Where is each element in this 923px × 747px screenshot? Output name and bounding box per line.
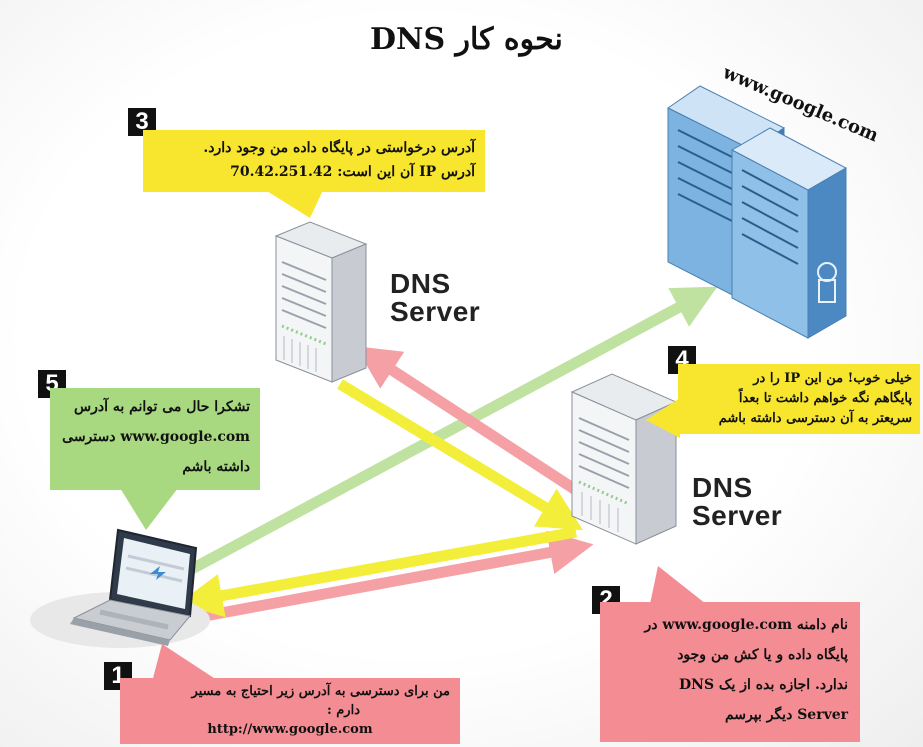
step-4-line2: پایگاهم نگه خواهم داشت تا بعداً — [738, 391, 912, 406]
step-3-line2: آدرس IP آن این است: 70.42.251.42 — [230, 164, 475, 180]
arrow-remote-to-local-dns — [337, 379, 583, 531]
dns-server-label-top: DNS Server — [390, 270, 480, 326]
step-4-line3: سریعتر به آن دسترسی داشته باشم — [718, 411, 912, 426]
dns-server-label-line2: Server — [390, 296, 481, 327]
step-5-line1: تشکرا حال می توانم به آدرس — [74, 399, 250, 415]
step-3-note: آدرس درخواستی در پایگاه داده من وجود دار… — [143, 130, 485, 192]
arrow-laptop-to-webserver — [187, 286, 718, 575]
step-1-url: http://www.google.com — [207, 722, 373, 737]
dns-server-label-line1: DNS — [692, 472, 753, 503]
step-2-line3: ندارد. اجازه بده از یک DNS — [679, 677, 848, 693]
step-1-line2: دارم : — [326, 703, 360, 718]
dns-server-label-right: DNS Server — [692, 474, 782, 530]
step-5-line2: www.google.com دسترسی — [62, 429, 250, 445]
step-4-line1: خیلی خوب! من این IP را در — [753, 371, 912, 386]
dns-server-label-line2: Server — [692, 500, 783, 531]
step-3-line1: آدرس درخواستی در پایگاه داده من وجود دار… — [203, 140, 475, 156]
step-4-note: خیلی خوب! من این IP را در پایگاهم نگه خو… — [678, 364, 920, 434]
step-1-note: من برای دسترسی به آدرس زیر احتیاج به مسی… — [120, 678, 460, 744]
step-5-line3: داشته باشم — [182, 459, 250, 475]
step-2-line1: نام دامنه www.google.com در — [644, 617, 848, 633]
diagram-title: نحوه کار DNS — [370, 22, 563, 57]
step-2-note: نام دامنه www.google.com در پایگاه داده … — [600, 602, 860, 742]
dns-server-label-line1: DNS — [390, 268, 451, 299]
arrow-local-dns-to-laptop — [178, 526, 577, 618]
arrow-laptop-to-local-dns — [193, 530, 594, 624]
step-1-line1: من برای دسترسی به آدرس زیر احتیاج به مسی… — [191, 684, 450, 699]
step-2-line4: Server دیگر بپرسم — [724, 707, 848, 723]
step-5-note: تشکرا حال می توانم به آدرس www.google.co… — [50, 388, 260, 490]
arrow-local-to-remote-dns — [355, 346, 592, 503]
step-2-line2: پایگاه داده و یا کش من وجود — [677, 647, 848, 663]
